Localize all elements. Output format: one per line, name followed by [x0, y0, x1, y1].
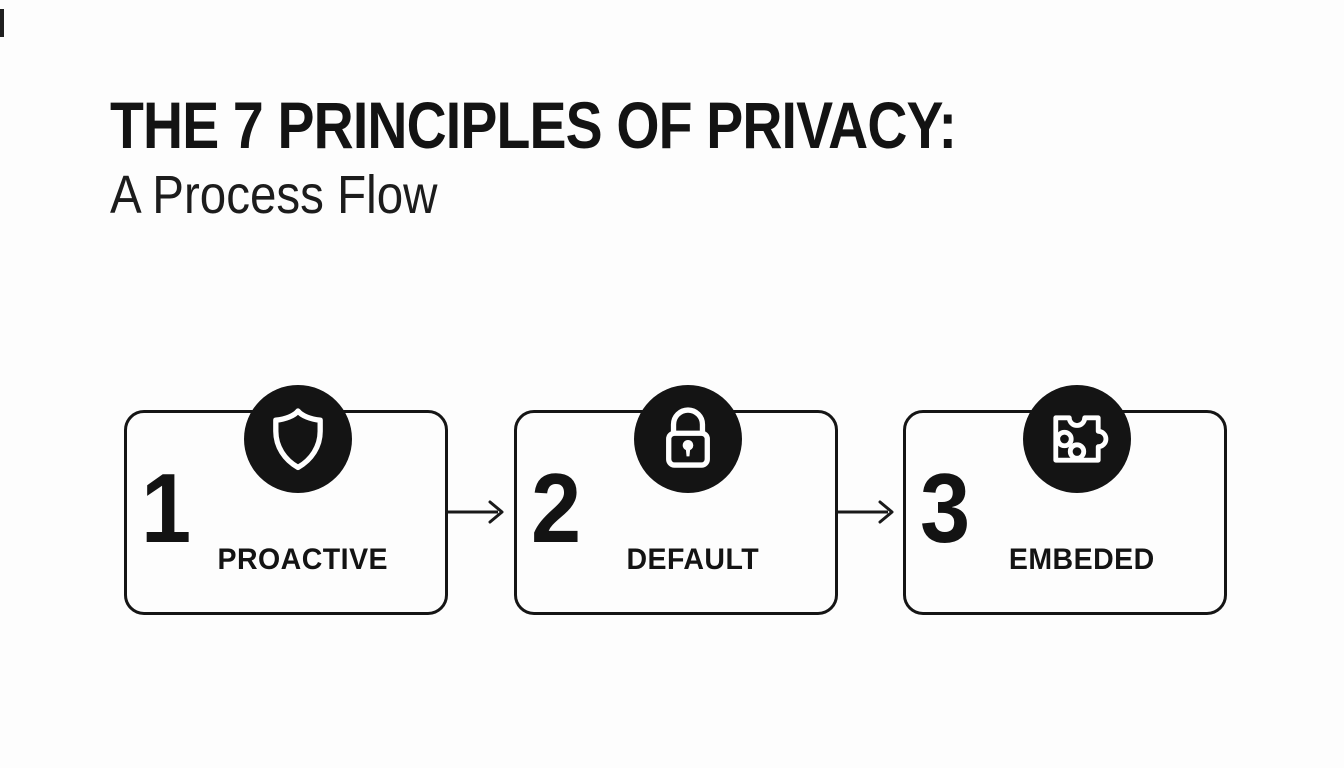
- step-label: DEFAULT: [551, 543, 835, 577]
- step-label: EMBEDED: [940, 543, 1224, 577]
- page-title-text: THE 7 PRINCIPLES OF PRIVACY:: [110, 88, 957, 162]
- flow-arrow-icon: [448, 500, 504, 524]
- step-label: PROACTIVE: [161, 543, 445, 577]
- scan-edge-artifact: [0, 9, 4, 37]
- step-label-text: EMBEDED: [1009, 543, 1155, 576]
- step-number: 1: [141, 453, 192, 563]
- step-number: 3: [920, 453, 971, 563]
- step-label-text: PROACTIVE: [217, 543, 389, 576]
- step-2-badge: [634, 385, 742, 493]
- page-subtitle: A Process Flow: [110, 168, 482, 222]
- step-label-text: DEFAULT: [626, 543, 760, 576]
- step-box-default: 2 DEFAULT: [514, 385, 838, 615]
- step-1-badge: [244, 385, 352, 493]
- lock-icon: [666, 407, 710, 468]
- step-3-badge: [1023, 385, 1131, 493]
- page-subtitle-text: A Process Flow: [110, 165, 438, 225]
- step-box-proactive: 1 PROACTIVE: [124, 385, 448, 615]
- shield-icon: [273, 408, 323, 471]
- flow-arrow-icon: [838, 500, 894, 524]
- step-number: 2: [531, 453, 582, 563]
- page-title: THE 7 PRINCIPLES OF PRIVACY:: [110, 88, 1117, 162]
- step-box-embeded: 3 EMBEDED: [903, 385, 1227, 615]
- puzzle-icon: [1053, 415, 1109, 463]
